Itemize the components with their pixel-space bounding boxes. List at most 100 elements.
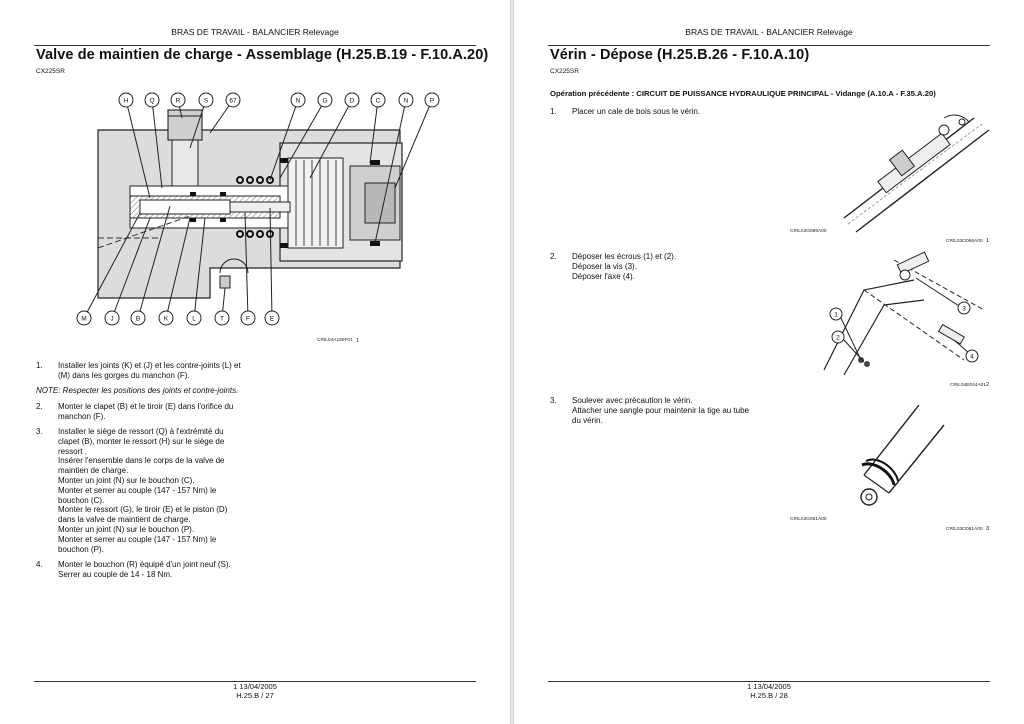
callout-circle xyxy=(158,310,174,326)
right-page: BRAS DE TRAVAIL - BALANCIER Relevage Vér… xyxy=(514,0,1024,724)
step-text: Monter le clapet (B) et le tiroir (E) da… xyxy=(58,402,234,421)
sling-on-rod-illustration xyxy=(860,405,945,506)
callout-label: Q xyxy=(149,98,154,105)
note-text: NOTE: Respecter les positions des joints… xyxy=(36,386,239,395)
cylinder-on-boom-illustration xyxy=(843,114,990,233)
callout-circle xyxy=(317,92,333,108)
callout-label: E xyxy=(270,316,275,323)
callout-leader xyxy=(165,217,191,319)
callout-leader xyxy=(369,99,379,164)
model-code: CX225SR xyxy=(550,68,579,75)
callout-circle xyxy=(104,310,120,326)
section-title: Valve de maintien de charge - Assemblage… xyxy=(36,47,489,63)
callout-label: K xyxy=(164,316,169,323)
callout-circle xyxy=(370,92,386,108)
callout-label: L xyxy=(192,316,196,323)
callout-circle xyxy=(225,92,241,108)
page-gutter xyxy=(510,0,514,724)
callout-circle xyxy=(76,310,92,326)
valve-assembly-diagram: H Q R S 67 N G D C N P M J B K L T F E xyxy=(76,92,440,326)
step-text: Déposer les écrous (1) et (2).Déposer la… xyxy=(572,252,677,281)
callout-leader xyxy=(111,217,151,319)
callout-label: M xyxy=(81,316,86,323)
callout-label: G xyxy=(322,98,327,105)
step-number: 2. xyxy=(550,252,557,261)
callout-leader xyxy=(189,99,207,149)
callout-label: R xyxy=(176,98,181,105)
figure-number: 1 xyxy=(986,238,990,244)
callout-label: 67 xyxy=(229,98,237,105)
callout-circle xyxy=(170,92,186,108)
step-number: 1. xyxy=(550,107,557,116)
callout-leader xyxy=(137,205,171,319)
callout-label: C xyxy=(376,98,381,105)
callout-label: T xyxy=(220,316,224,323)
left-page: BRAS DE TRAVAIL - BALANCIER Relevage Val… xyxy=(0,0,510,724)
step-text: Installer les joints (K) et (J) et les c… xyxy=(58,361,241,380)
figure-code: CRIL03G066A00 xyxy=(790,229,827,234)
step-text: Monter le bouchon (R) équipé d'un joint … xyxy=(58,560,231,579)
step-number: 1. xyxy=(36,361,43,370)
callout-label: 2 xyxy=(836,335,840,342)
callout-circle xyxy=(198,92,214,108)
callout-leader xyxy=(83,212,141,319)
callout-circle xyxy=(144,92,160,108)
page-header: BRAS DE TRAVAIL - BALANCIER Relevage xyxy=(685,27,853,37)
callout-label: F xyxy=(246,316,250,323)
step-number: 4. xyxy=(36,560,43,569)
callout-circle xyxy=(186,310,202,326)
figure-code: CRIL04E044A01 xyxy=(950,383,987,388)
step-text: Soulever avec précaution le vérin.Attach… xyxy=(572,396,750,425)
callout-leader xyxy=(269,99,299,181)
callout-label: S xyxy=(204,98,209,105)
model-code: CX225SR xyxy=(36,68,65,75)
footer-rule xyxy=(34,681,476,682)
callout-circle xyxy=(344,92,360,108)
callout-leader xyxy=(269,207,273,319)
figure-code: CRIL03G061A00 xyxy=(946,527,983,532)
callout-circle xyxy=(290,92,306,108)
callout-leader xyxy=(244,212,249,319)
callout-circle xyxy=(240,310,256,326)
callout-circle xyxy=(214,310,230,326)
header-rule xyxy=(548,45,990,46)
figure-code: CRIL04A190F01 xyxy=(317,338,353,343)
callout-circle xyxy=(264,310,280,326)
callout-leader xyxy=(394,99,433,189)
step-number: 3. xyxy=(550,396,557,405)
callout-label: P xyxy=(430,98,434,105)
page-header: BRAS DE TRAVAIL - BALANCIER Relevage xyxy=(171,27,339,37)
section-title: Vérin - Dépose (H.25.B.26 - F.10.A.10) xyxy=(550,47,810,63)
step-text: Placer un cale de bois sous le vérin. xyxy=(572,107,701,116)
callout-leader xyxy=(151,99,163,189)
pin-removal-illustration: 12 34 xyxy=(823,251,985,376)
step-text: Installer le siège de ressort (Q) à l'ex… xyxy=(58,427,228,554)
callout-circle xyxy=(424,92,440,108)
callout-label: B xyxy=(136,316,140,323)
figure-code: CRIL03G066A00 xyxy=(946,239,983,244)
figure-number: 1 xyxy=(356,338,360,344)
callout-circle xyxy=(398,92,414,108)
callout-label: N xyxy=(296,98,301,105)
callout-label: H xyxy=(124,98,129,105)
callout-label: J xyxy=(110,316,113,323)
callout-leader xyxy=(193,217,206,319)
callout-leader xyxy=(125,99,151,199)
callout-label: 3 xyxy=(962,306,966,313)
footer-rule xyxy=(548,681,990,682)
step-number: 3. xyxy=(36,427,43,436)
callout-circle xyxy=(130,310,146,326)
step-number: 2. xyxy=(36,402,43,411)
callout-label: N xyxy=(404,98,409,105)
figure-code: CRIL03G061A00 xyxy=(790,517,827,522)
callout-leader xyxy=(374,99,407,244)
callout-leader xyxy=(309,99,353,179)
header-rule xyxy=(34,45,476,46)
callout-label: D xyxy=(350,98,355,105)
previous-operation: Opération précédente : CIRCUIT DE PUISSA… xyxy=(550,89,936,98)
figure-number: 2 xyxy=(986,382,990,388)
callout-circle xyxy=(118,92,134,108)
callout-label: 4 xyxy=(970,354,974,361)
